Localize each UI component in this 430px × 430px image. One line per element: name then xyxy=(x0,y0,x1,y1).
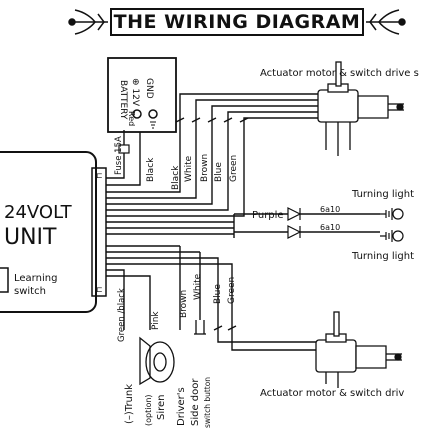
turning-light-label-1: Turning light xyxy=(351,189,414,200)
title-scroll-left xyxy=(68,9,108,35)
wire-markers-bottom xyxy=(213,325,237,331)
actuator-motor-top xyxy=(317,61,404,156)
turning-light-top xyxy=(380,208,404,220)
learning-switch-label-2: switch xyxy=(14,286,46,297)
wire-label-pink: Pink xyxy=(151,311,161,330)
wire-label-green-top: Green xyxy=(229,155,239,182)
wire-label-brown-bottom: Brown xyxy=(179,290,189,318)
bottom-actuator-wires xyxy=(106,245,316,351)
title-scroll-right xyxy=(366,9,406,35)
battery-gnd-label: GND xyxy=(144,78,154,99)
wire-label-brown-top: Brown xyxy=(200,154,210,182)
connector-bottom-mark: ⊏ xyxy=(96,285,103,294)
siren-label: Siren xyxy=(156,394,167,420)
fuse xyxy=(118,144,130,154)
diode-label-2: 6a10 xyxy=(320,223,340,232)
diode-1 xyxy=(287,207,302,221)
wire-label-green-bottom: Green xyxy=(227,277,237,304)
battery-positive-terminal xyxy=(132,109,142,119)
fuse-label: Fuse 15A xyxy=(114,136,124,175)
wire-label-blue-bottom: Blue xyxy=(213,284,223,304)
diagram-title: THE WIRING DIAGRAM xyxy=(113,11,361,33)
diode-label-1: 6a10 xyxy=(320,205,340,214)
ground-icon xyxy=(150,121,156,129)
wire-label-blue-top: Blue xyxy=(214,162,224,182)
purple-wire-label: Purple xyxy=(252,210,284,221)
side-door-label: Side door xyxy=(190,378,201,426)
actuator-label-top: Actuator motor & switch drive s xyxy=(260,68,419,79)
drivers-label: Driver's xyxy=(176,387,187,426)
wire-label-white-top: White xyxy=(184,155,194,182)
option-label: (option) xyxy=(144,394,153,426)
top-actuator-wires xyxy=(106,93,318,217)
turning-light-bottom xyxy=(380,230,404,242)
battery-12v-label: ⊕ 12V xyxy=(130,78,140,107)
actuator-label-bottom: Actuator motor & switch driv xyxy=(260,388,404,399)
wire-label-black-2: Black xyxy=(171,165,181,190)
switch-button-label: switch button xyxy=(203,377,212,428)
actuator-motor-bottom xyxy=(315,311,402,388)
connector-top-mark: ⊏ xyxy=(96,171,103,180)
learning-switch xyxy=(0,267,9,293)
turning-light-label-2: Turning light xyxy=(351,251,414,262)
wire-label-white-bottom: White xyxy=(193,273,203,300)
title-banner: THE WIRING DIAGRAM xyxy=(110,8,364,36)
unit-name-label: UNIT xyxy=(4,225,57,250)
door-switch xyxy=(194,320,206,335)
battery-box: BATTERY Red ⊕ 12V GND xyxy=(107,57,177,133)
learning-switch-label-1: Learning xyxy=(14,273,57,284)
trunk-label: (–)Trunk xyxy=(124,384,135,424)
wire-label-black-1: Black xyxy=(146,157,156,182)
siren-icon xyxy=(139,336,175,386)
battery-red-label: Red xyxy=(127,111,136,126)
control-unit: 24VOLT UNIT Learning switch ⊏ ⊏ xyxy=(0,151,107,313)
wire-label-green-black: Green /black xyxy=(117,288,127,342)
battery-ground-terminal xyxy=(148,109,158,119)
diode-2 xyxy=(287,225,302,239)
battery-label: BATTERY xyxy=(118,80,128,120)
unit-voltage-label: 24VOLT xyxy=(4,202,73,223)
wire-markers-top xyxy=(175,117,249,123)
